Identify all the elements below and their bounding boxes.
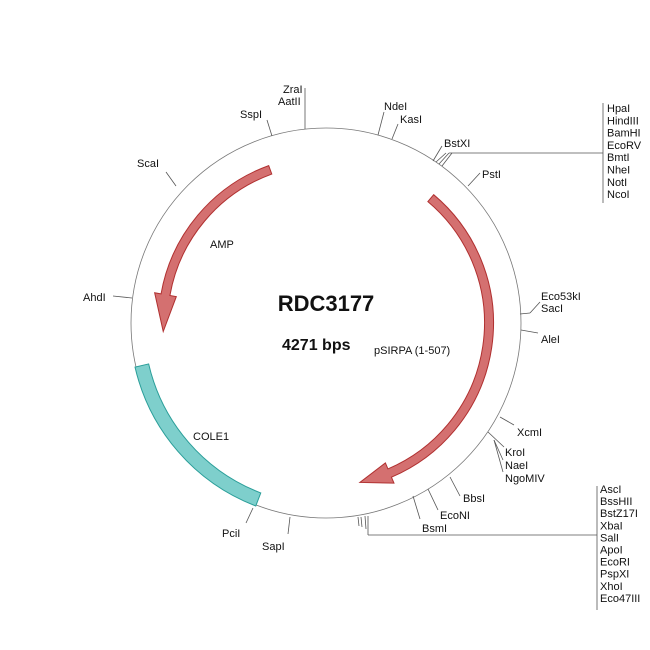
site-kasi: KasI	[400, 114, 422, 126]
site-bsshii: BssHII	[600, 496, 632, 508]
site-zrai: ZraI	[283, 84, 303, 96]
site-bmti: BmtI	[607, 152, 630, 164]
site-sapi: SapI	[262, 541, 285, 553]
site-scai: ScaI	[137, 158, 159, 170]
site-naei: NaeI	[505, 460, 528, 472]
site-econi: EcoNI	[440, 510, 470, 522]
site-nhei: NheI	[607, 165, 630, 177]
site-ticks	[112, 88, 604, 610]
cole1-feature-band	[134, 363, 262, 507]
site-xbai: XbaI	[600, 520, 623, 532]
site-xcmi: XcmI	[517, 427, 542, 439]
site-hpai: HpaI	[607, 103, 630, 115]
site-bstz17i: BstZ17I	[600, 508, 638, 520]
site-bsmi: BsmI	[422, 523, 447, 535]
site-hindiii: HindIII	[607, 115, 639, 127]
site-ecorv: EcoRV	[607, 140, 642, 152]
insert-label: pSIRPA (1-507)	[374, 345, 450, 357]
site-aatii: AatII	[278, 96, 301, 108]
site-eco47iii: Eco47III	[600, 593, 640, 605]
site-apoi: ApoI	[600, 545, 623, 557]
plasmid-size: 4271 bps	[282, 337, 351, 354]
site-bstxi: BstXI	[444, 138, 470, 150]
site-sali: SalI	[600, 532, 619, 544]
site-alei: AleI	[541, 334, 560, 346]
site-ahdi: AhdI	[83, 292, 106, 304]
amp-label: AMP	[210, 239, 234, 251]
site-pspxi: PspXI	[600, 569, 629, 581]
site-ndei: NdeI	[384, 101, 407, 113]
backbone-circle	[130, 127, 522, 519]
site-ngomiv: NgoMIV	[505, 473, 545, 485]
site-psti: PstI	[482, 169, 501, 181]
site-bbsi: BbsI	[463, 493, 485, 505]
amp-feature-arrow	[153, 164, 273, 334]
site-ecori: EcoRI	[600, 557, 630, 569]
site-asci: AscI	[600, 484, 621, 496]
site-noti: NotI	[607, 177, 627, 189]
site-ncoi: NcoI	[607, 189, 630, 201]
cole1-label: COLE1	[193, 431, 229, 443]
plasmid-name: RDC3177	[278, 291, 375, 316]
site-kroi: KroI	[505, 447, 525, 459]
mcs-bottom-list: AscIBssHIIBstZ17IXbaISalIApoIEcoRIPspXIX…	[600, 484, 640, 605]
site-bamhi: BamHI	[607, 128, 641, 140]
site-saci: SacI	[541, 303, 563, 315]
site-eco53ki: Eco53kI	[541, 291, 581, 303]
site-sspi: SspI	[240, 109, 262, 121]
site-xhoi: XhoI	[600, 581, 623, 593]
site-pcii: PciI	[222, 528, 240, 540]
psirpa-feature-arrow	[358, 193, 494, 484]
